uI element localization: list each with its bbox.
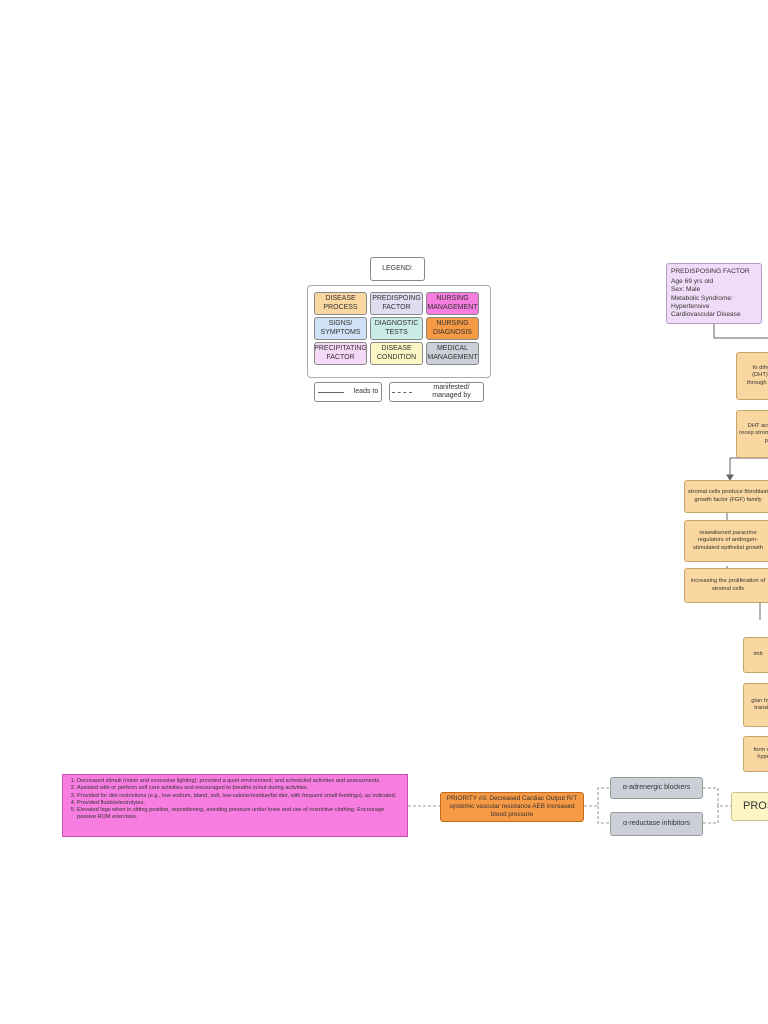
legend-title: LEGEND: (370, 257, 425, 281)
predisposing-hypertensive: Hypertensive (671, 302, 710, 310)
nursing-management-box: Decreased stimuli (noise and excessive l… (62, 774, 408, 837)
legend-disease-process: DISEASE PROCESS (314, 292, 367, 315)
disease-condition-box: PROS (731, 792, 768, 821)
nursing-intervention-5: Elevated legs when in sitting position, … (77, 807, 402, 822)
legend-nursing-diagnosis: NURSING DIAGNOSIS (426, 317, 479, 340)
predisposing-title: PREDISPOSING FACTOR (671, 268, 750, 275)
leads-to-label: leads to (353, 387, 379, 395)
solid-line-sample (317, 391, 344, 393)
legend-nursing-management: NURSING MANAGEMENT (426, 292, 479, 315)
legend-leads-to: leads to (314, 382, 382, 402)
dashed-line-sample (392, 391, 412, 393)
legend-panel (307, 285, 491, 378)
flow-box-dht-conversion: fo dihyd (DHT) fr through fo (736, 352, 768, 400)
legend-disease-condition: DISEASE CONDITION (370, 342, 423, 365)
legend-diagnostic-tests: DIAGNOSTIC TESTS (370, 317, 423, 340)
alpha-reductase-inhibitors-box: α-reductase inhibitors (610, 812, 703, 836)
nursing-interventions-list: Decreased stimuli (noise and excessive l… (68, 778, 402, 822)
legend-predisposing-factor: PREDISPOING FACTOR (370, 292, 423, 315)
manifested-label: manifested/ managed by (432, 383, 471, 399)
nursing-intervention-3: Provided for diet restrictions (e.g., lo… (77, 793, 402, 800)
priority-nursing-diagnosis-box: PRIORITY #3: Decreased Cardiac Output R/… (440, 792, 584, 822)
flow-box-glandular: glan hy transit (743, 683, 768, 727)
predisposing-cardiovascular: Cardiovascular Disease (671, 311, 741, 319)
flow-box-dht-activation: DHT activ recep stroma pro (736, 410, 768, 458)
predisposing-metabolic: Metabolic Syndrome: (671, 294, 733, 302)
predisposing-factor-box: PREDISPOSING FACTOR Age 69 yrs old Sex: … (666, 263, 762, 324)
nursing-intervention-4: Provided fluids/electrolytes. (77, 800, 402, 807)
nursing-intervention-1: Decreased stimuli (noise and excessive l… (77, 778, 402, 785)
nursing-intervention-2: Assisted with or perform self care activ… (77, 785, 402, 792)
flow-box-proliferation: increasing the proliferation of stromal … (684, 568, 768, 603)
alpha-adrenergic-blockers-box: α-adrenergic blockers (610, 777, 703, 799)
flow-box-imbalance: imb (743, 637, 768, 673)
legend-precipitating-factor: PRECIPITATING FACTOR (314, 342, 367, 365)
flow-box-fgf: stromal cells produce fibroblast growth … (684, 480, 768, 513)
flow-box-formation: form e hype (743, 736, 768, 772)
legend-signs-symptoms: SIGNS/ SYMPTOMS (314, 317, 367, 340)
legend-medical-management: MEDICAL MANAGEMENT (426, 342, 479, 365)
predisposing-age: Age 69 yrs old (671, 278, 714, 286)
legend-manifested: manifested/ managed by (389, 382, 484, 402)
flow-box-paracrine: reawakened paracrine regulators of andro… (684, 520, 768, 562)
predisposing-sex: Sex: Male (671, 286, 701, 294)
